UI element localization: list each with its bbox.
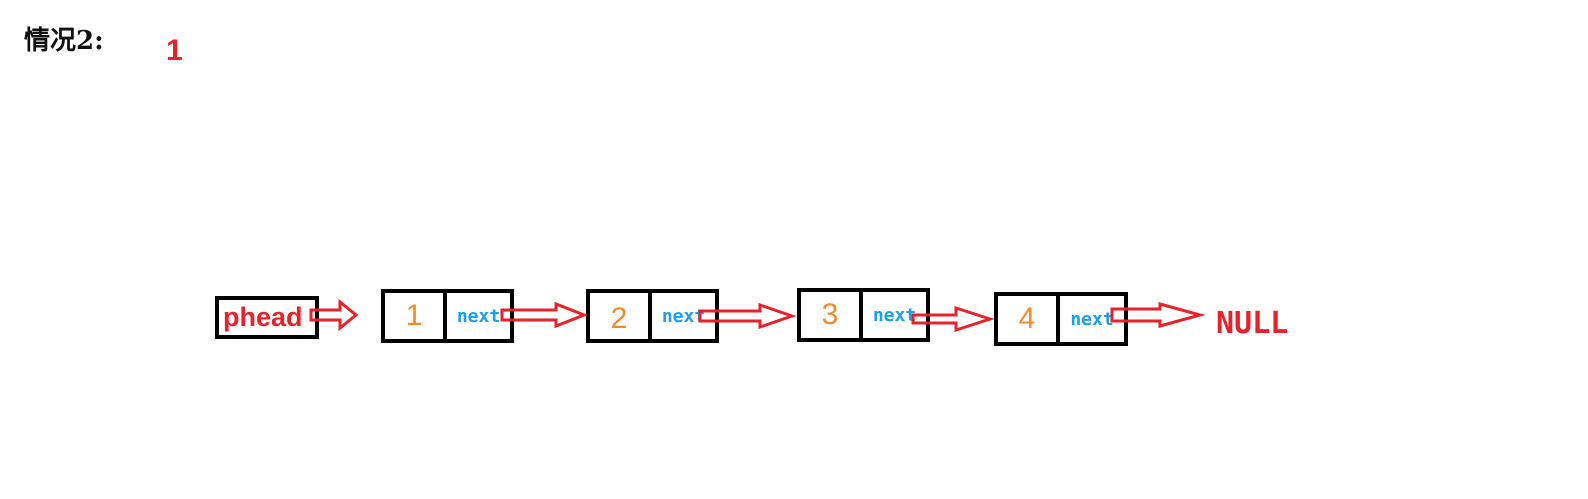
- node-next: next: [661, 305, 706, 327]
- node-next: next: [872, 304, 917, 326]
- node-next: next: [456, 305, 501, 327]
- list-node: 2 next: [586, 289, 719, 343]
- list-node: 1 next: [381, 289, 514, 343]
- phead-box: phead: [215, 296, 319, 339]
- node-value: 2: [590, 293, 652, 339]
- node-value: 3: [801, 292, 863, 338]
- null-terminal: NULL: [1216, 306, 1289, 341]
- arrow-icon: [309, 298, 359, 332]
- arrow-icon: [698, 302, 797, 330]
- node-value: 4: [998, 296, 1060, 342]
- counter-label: 1: [166, 34, 183, 67]
- node-next: next: [1070, 308, 1114, 330]
- list-node: 3 next: [797, 288, 930, 342]
- arrow-icon: [1110, 302, 1206, 328]
- node-value: 1: [385, 293, 447, 339]
- arrow-icon: [500, 301, 589, 329]
- list-node: 4 next: [994, 292, 1128, 346]
- arrow-icon: [911, 305, 995, 333]
- page-title: 情况2:: [24, 26, 104, 56]
